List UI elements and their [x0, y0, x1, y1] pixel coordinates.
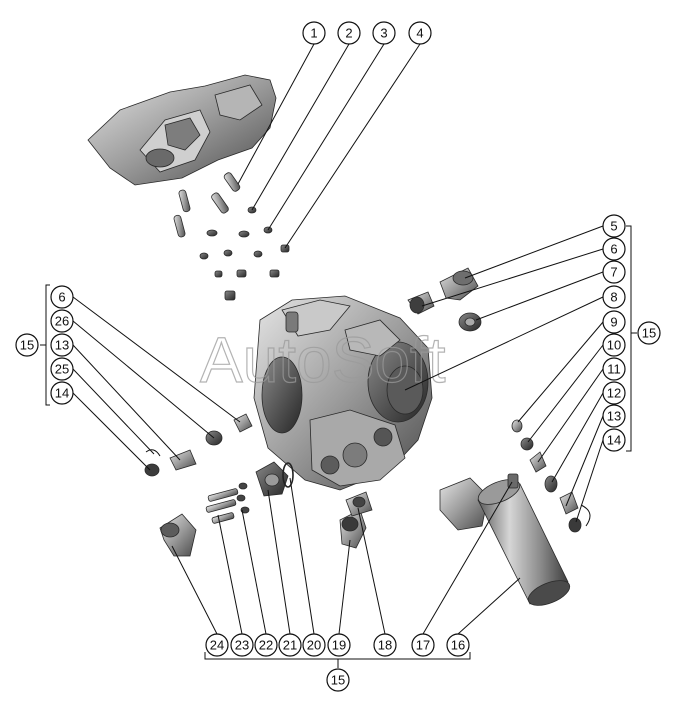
callout-3: 3 [372, 21, 396, 45]
svg-text:20: 20 [307, 638, 321, 653]
callout-4: 4 [408, 21, 432, 45]
callout-26: 26 [50, 309, 74, 333]
callout-2: 2 [337, 21, 361, 45]
callout-25: 25 [50, 357, 74, 381]
tee-fitting [439, 267, 479, 301]
svg-text:16: 16 [451, 638, 465, 653]
svg-text:7: 7 [610, 265, 617, 280]
callout-12: 12 [602, 381, 626, 405]
svg-text:17: 17 [416, 638, 430, 653]
housing-plate [87, 74, 277, 186]
dowel-pins [173, 172, 241, 238]
svg-text:21: 21 [283, 638, 297, 653]
svg-text:25: 25 [55, 362, 69, 377]
small-fasteners [199, 206, 290, 301]
svg-text:11: 11 [607, 362, 621, 377]
callout-8: 8 [602, 285, 626, 309]
svg-text:15: 15 [331, 673, 345, 688]
svg-text:5: 5 [610, 219, 617, 234]
svg-text:10: 10 [607, 338, 621, 353]
leader-lines [40, 43, 637, 668]
svg-text:2: 2 [345, 26, 352, 41]
plug-fitting [458, 312, 482, 332]
callout-13-right: 13 [602, 404, 626, 428]
pump-body [253, 295, 433, 491]
svg-text:15: 15 [642, 326, 656, 341]
svg-text:26: 26 [55, 314, 69, 329]
callout-5: 5 [602, 214, 626, 238]
callout-15-bottom: 15 [326, 668, 350, 692]
callout-10: 10 [602, 333, 626, 357]
callout-15-right: 15 [637, 321, 661, 345]
svg-text:9: 9 [610, 315, 617, 330]
bottom-fittings [159, 461, 373, 557]
callout-9: 9 [602, 310, 626, 334]
callout-14-left: 14 [50, 381, 74, 405]
callout-15-left: 15 [15, 333, 39, 357]
callout-7: 7 [602, 260, 626, 284]
svg-text:6: 6 [58, 290, 65, 305]
callout-19: 19 [327, 633, 351, 657]
svg-text:13: 13 [607, 409, 621, 424]
callout-6-right: 6 [602, 237, 626, 261]
callout-24: 24 [205, 633, 229, 657]
callout-21: 21 [278, 633, 302, 657]
svg-text:13: 13 [55, 338, 69, 353]
callout-17: 17 [411, 633, 435, 657]
svg-text:12: 12 [607, 386, 621, 401]
svg-text:15: 15 [20, 338, 34, 353]
svg-text:3: 3 [380, 26, 387, 41]
callout-23: 23 [230, 633, 254, 657]
svg-text:19: 19 [332, 638, 346, 653]
svg-text:23: 23 [235, 638, 249, 653]
nipple-fitting [407, 291, 435, 315]
callout-13-left: 13 [50, 333, 74, 357]
callout-14-right: 14 [602, 428, 626, 452]
svg-text:24: 24 [210, 638, 224, 653]
callout-1: 1 [302, 21, 326, 45]
svg-text:6: 6 [610, 242, 617, 257]
callout-20: 20 [302, 633, 326, 657]
svg-text:14: 14 [607, 433, 621, 448]
callout-18: 18 [373, 633, 397, 657]
svg-text:14: 14 [55, 386, 69, 401]
callout-22: 22 [254, 633, 278, 657]
callout-6-left: 6 [50, 285, 74, 309]
small-fittings-left [144, 413, 253, 477]
svg-text:22: 22 [259, 638, 273, 653]
svg-text:18: 18 [378, 638, 392, 653]
watermark-text: AutoSoft [200, 324, 446, 396]
svg-text:1: 1 [310, 26, 317, 41]
callout-11: 11 [602, 357, 626, 381]
svg-text:4: 4 [416, 26, 423, 41]
callout-16: 16 [446, 633, 470, 657]
svg-text:8: 8 [610, 290, 617, 305]
